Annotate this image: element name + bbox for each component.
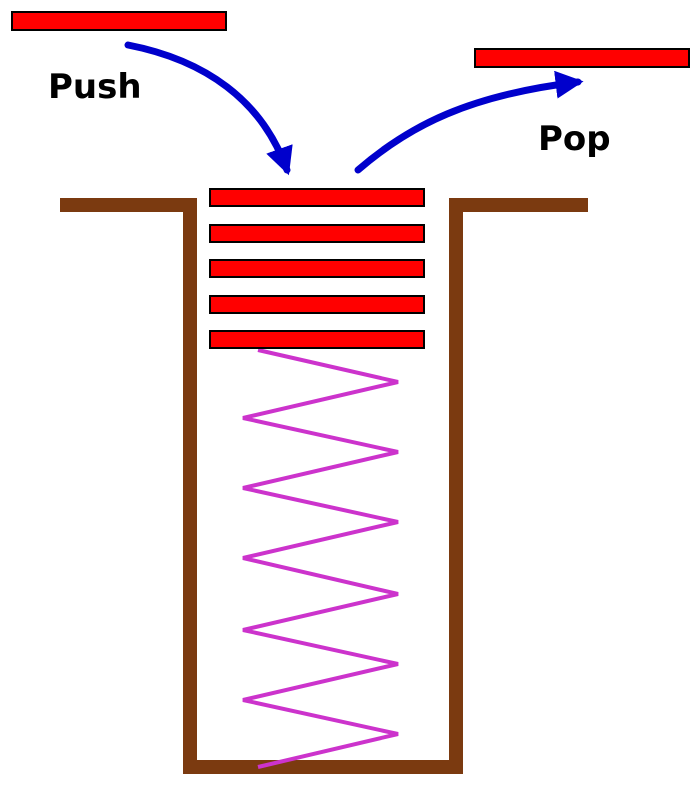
stack-container	[60, 198, 588, 774]
pop-label: Pop	[538, 119, 611, 159]
outgoing-plate	[474, 48, 690, 68]
stacked-plate-3	[209, 259, 425, 278]
spring	[242, 348, 399, 769]
stacked-plate-1	[209, 188, 425, 207]
stacked-plate-5	[209, 330, 425, 349]
pop-arrow	[354, 70, 584, 174]
push-label: Push	[48, 67, 142, 107]
incoming-plate	[11, 11, 227, 31]
stacked-plate-2	[209, 224, 425, 243]
stacked-plate-4	[209, 295, 425, 314]
push-arrow	[124, 41, 293, 176]
